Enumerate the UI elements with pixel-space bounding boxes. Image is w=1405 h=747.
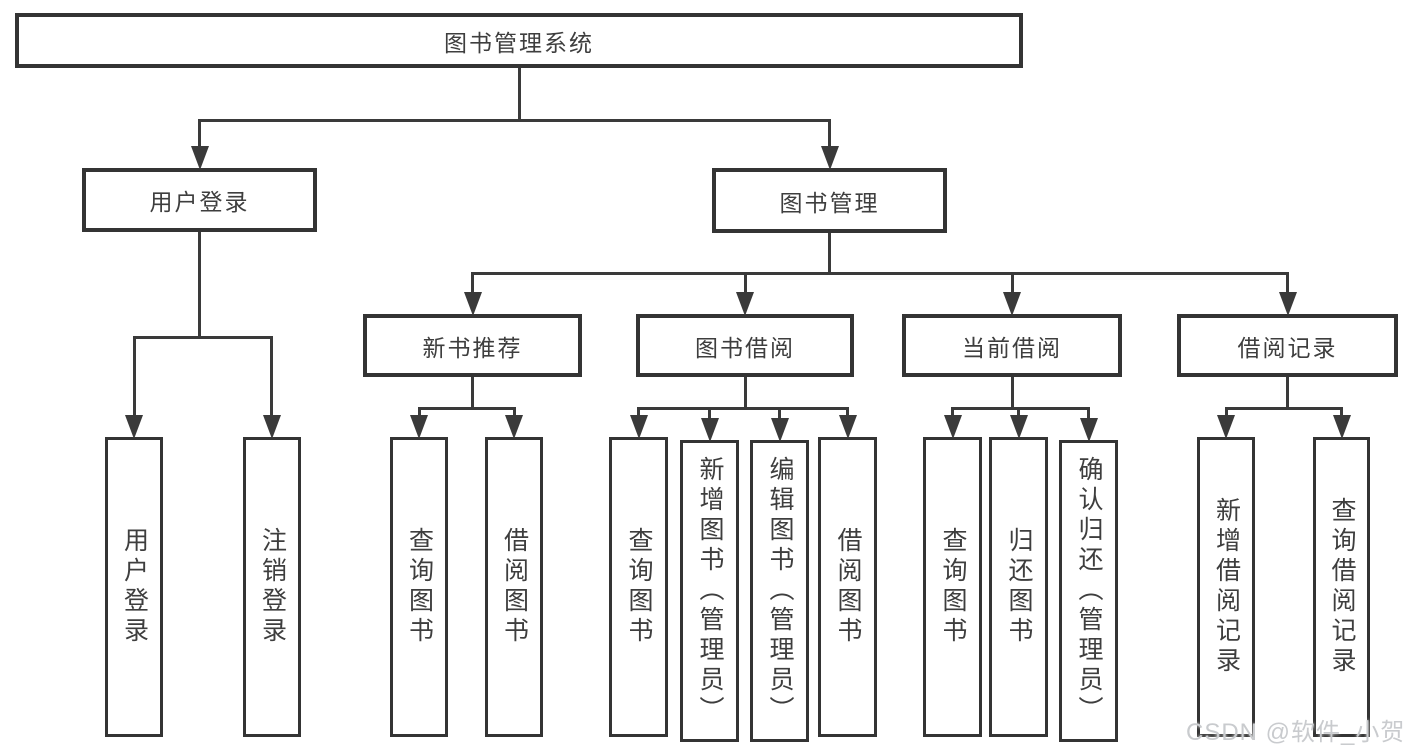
leaf-add-book-admin: 新增图书（管理员）: [680, 440, 739, 742]
leaf-add-borrow-record-label: 新增借阅记录: [1212, 497, 1241, 677]
leaf-query-borrow-record-label: 查询借阅记录: [1328, 497, 1356, 677]
node-user-login: 用户登录: [82, 168, 317, 232]
leaf-return-book: 归还图书: [989, 437, 1048, 737]
connector-line: [417, 407, 516, 410]
connector-line: [778, 407, 781, 427]
node-root: 图书管理系统: [15, 13, 1023, 68]
arrowhead-icon: [1079, 418, 1098, 442]
node-book-management: 图书管理: [712, 168, 947, 233]
connector-line: [198, 120, 201, 152]
arrowhead-icon: [770, 418, 789, 442]
arrowhead-icon: [736, 292, 754, 316]
connector-line: [708, 407, 711, 427]
arrowhead-icon: [943, 415, 962, 439]
connector-line: [471, 272, 474, 298]
arrowhead-icon: [262, 415, 281, 439]
arrowhead-icon: [1278, 292, 1297, 316]
arrowhead-icon: [1217, 415, 1235, 439]
node-book-borrow-label: 图书借阅: [695, 334, 795, 361]
leaf-confirm-return-admin: 确认归还（管理员）: [1059, 440, 1118, 742]
node-new-book-recommend: 新书推荐: [363, 314, 582, 377]
arrowhead-icon: [1009, 415, 1028, 439]
connector-line: [1224, 407, 1343, 410]
arrowhead-icon: [1332, 415, 1351, 439]
connector-line: [132, 336, 136, 422]
connector-line: [1010, 377, 1014, 409]
leaf-borrow-books-1-label: 借阅图书: [500, 527, 529, 647]
arrowhead-icon: [410, 415, 428, 439]
node-root-label: 图书管理系统: [444, 29, 594, 56]
arrowhead-icon: [700, 418, 719, 442]
node-borrow-records: 借阅记录: [1177, 314, 1398, 377]
node-user-login-label: 用户登录: [149, 189, 250, 215]
node-new-book-recommend-label: 新书推荐: [422, 334, 523, 361]
connector-line: [743, 377, 747, 409]
watermark: CSDN @软件_小贺同学: [1186, 719, 1405, 746]
leaf-query-books-3: 查询图书: [923, 437, 982, 737]
leaf-borrow-books-1: 借阅图书: [485, 437, 543, 737]
arrowhead-icon: [1003, 292, 1021, 316]
leaf-query-books-2: 查询图书: [609, 437, 668, 737]
connector-line: [471, 377, 474, 409]
leaf-add-book-admin-label: 新增图书（管理员）: [696, 456, 724, 726]
connector-line: [198, 119, 831, 122]
leaf-add-borrow-record: 新增借阅记录: [1197, 437, 1255, 737]
connector-line: [828, 233, 831, 274]
arrowhead-icon: [629, 415, 648, 439]
leaf-query-borrow-record: 查询借阅记录: [1313, 437, 1370, 737]
arrowhead-icon: [505, 415, 523, 439]
leaf-edit-book-admin: 编辑图书（管理员）: [750, 440, 809, 742]
connector-line: [132, 336, 273, 339]
node-borrow-records-label: 借阅记录: [1237, 334, 1338, 361]
arrowhead-icon: [820, 146, 839, 170]
connector-line: [637, 407, 849, 410]
node-book-borrow: 图书借阅: [636, 314, 854, 377]
leaf-query-books-3-label: 查询图书: [939, 527, 967, 647]
arrowhead-icon: [190, 146, 209, 170]
connector-line: [951, 407, 1090, 410]
node-current-borrow-label: 当前借阅: [962, 334, 1062, 361]
connector-line: [198, 232, 201, 339]
leaf-logout: 注销登录: [243, 437, 301, 737]
connector-line: [1286, 272, 1289, 298]
connector-line: [743, 272, 747, 298]
leaf-user-login-label: 用户登录: [120, 527, 149, 647]
leaf-edit-book-admin-label: 编辑图书（管理员）: [766, 456, 794, 726]
connector-line: [828, 120, 831, 152]
connector-line: [1286, 377, 1289, 409]
connector-line: [1010, 272, 1014, 298]
arrowhead-icon: [463, 292, 482, 316]
leaf-query-books-1-label: 查询图书: [405, 527, 434, 647]
arrowhead-icon: [125, 415, 143, 439]
leaf-return-book-label: 归还图书: [1005, 527, 1033, 647]
connector-line: [517, 68, 521, 120]
arrowhead-icon: [838, 415, 857, 439]
leaf-query-books-2-label: 查询图书: [625, 527, 653, 647]
connector-line: [270, 336, 273, 422]
leaf-borrow-books-2-label: 借阅图书: [834, 527, 862, 647]
connector-line: [1087, 407, 1090, 427]
leaf-logout-label: 注销登录: [258, 527, 287, 647]
leaf-confirm-return-admin-label: 确认归还（管理员）: [1075, 456, 1103, 726]
leaf-user-login: 用户登录: [105, 437, 163, 737]
leaf-borrow-books-2: 借阅图书: [818, 437, 877, 737]
node-current-borrow: 当前借阅: [902, 314, 1122, 377]
node-book-management-label: 图书管理: [779, 189, 880, 216]
connector-line: [471, 272, 1289, 275]
leaf-query-books-1: 查询图书: [390, 437, 448, 737]
